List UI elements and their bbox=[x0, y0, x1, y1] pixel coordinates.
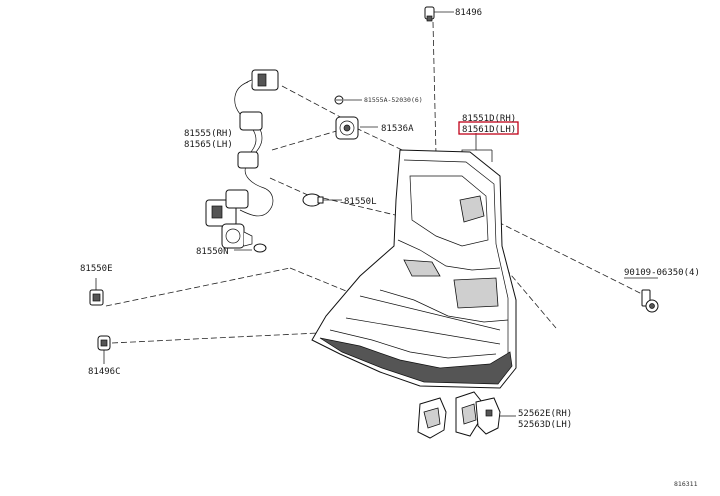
label-81536a[interactable]: 81536A bbox=[381, 124, 414, 134]
bulb-81550l bbox=[302, 193, 324, 207]
socket-81536a bbox=[335, 116, 359, 140]
label-81551d-rh[interactable]: 81551D(RH) bbox=[462, 114, 516, 124]
label-81565-lh[interactable]: 81565(LH) bbox=[184, 140, 233, 150]
highlight-box-81561d bbox=[458, 121, 519, 135]
label-81561d-lh[interactable]: 81561D(LH) bbox=[462, 125, 516, 135]
label-81496c[interactable]: 81496C bbox=[88, 367, 121, 377]
tail-lamp-assembly bbox=[311, 149, 517, 389]
clip-81496 bbox=[424, 6, 435, 22]
label-90109[interactable]: 90109-06350(4) bbox=[624, 268, 700, 278]
label-52563d-lh[interactable]: 52563D(LH) bbox=[518, 420, 572, 430]
label-81550l[interactable]: 81550L bbox=[344, 197, 377, 207]
reference-code: 816311 bbox=[674, 480, 698, 488]
clip-81550e bbox=[89, 289, 104, 306]
label-81550e[interactable]: 81550E bbox=[80, 264, 113, 274]
label-81555-rh[interactable]: 81555(RH) bbox=[184, 129, 233, 139]
bracket-52562e bbox=[417, 391, 501, 439]
wire-harness-81555 bbox=[205, 69, 279, 253]
bolt-90109 bbox=[641, 289, 659, 313]
label-81555a[interactable]: 81555A-52030(6) bbox=[364, 96, 423, 104]
label-81496[interactable]: 81496 bbox=[455, 8, 482, 18]
label-52562e-rh[interactable]: 52562E(RH) bbox=[518, 409, 572, 419]
clip-81496c bbox=[97, 335, 111, 351]
screw-81555a bbox=[334, 95, 344, 105]
label-81550n[interactable]: 81550N bbox=[196, 247, 229, 257]
